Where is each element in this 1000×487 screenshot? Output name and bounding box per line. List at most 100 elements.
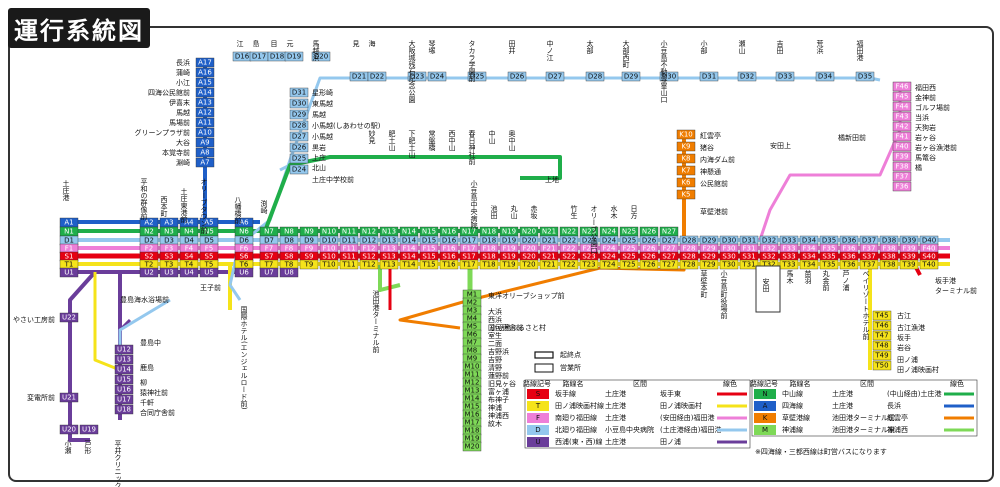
stop-code-label: A1 xyxy=(64,219,73,227)
stop-code-box xyxy=(319,259,339,270)
stop-code-label: D22 xyxy=(562,237,576,245)
stop-code-label: A15 xyxy=(198,79,212,87)
stop-code-label: D28 xyxy=(292,122,306,130)
stop-code-label: T17 xyxy=(461,261,475,269)
stop-code-label: A12 xyxy=(198,109,212,117)
stop-code-label: S30 xyxy=(722,253,735,261)
stop-code-label: A4 xyxy=(184,219,194,227)
legend-symbol: D xyxy=(535,426,540,434)
stop-code-label: F37 xyxy=(863,245,876,253)
stop-code-label: D7 xyxy=(264,237,274,245)
stop-code-label: S13 xyxy=(382,253,395,261)
station-name-vertical: 下肥土山 xyxy=(408,130,416,159)
stop-code-box xyxy=(462,441,482,452)
station-name: 長浜 xyxy=(176,58,190,67)
stop-code-label: D24 xyxy=(430,73,445,81)
station-name-vertical: タカラ学園前 xyxy=(468,40,476,83)
stop-code-label: T1 xyxy=(64,261,74,269)
stop-code-box xyxy=(892,151,912,162)
stop-code-label: T29 xyxy=(701,261,715,269)
stop-code-label: D18 xyxy=(482,237,496,245)
stop-code-label: D29 xyxy=(702,237,716,245)
station-name-vertical: 草壁本町 xyxy=(700,269,708,298)
stop-code-label: T47 xyxy=(874,332,888,340)
stop-code-label: S40 xyxy=(922,253,935,261)
stop-code-label: T23 xyxy=(581,261,595,269)
stop-code-label: F22 xyxy=(563,245,576,253)
station-name-vertical: 丸金前 xyxy=(822,269,830,292)
stop-code-label: F39 xyxy=(903,245,916,253)
stop-code-label: F15 xyxy=(423,245,436,253)
station-name-vertical: 池田 xyxy=(490,204,498,220)
stop-code-label: K9 xyxy=(681,143,690,151)
station-name-vertical: 日方 xyxy=(630,205,638,220)
station-name-vertical: 奥中山 xyxy=(508,129,516,152)
stop-code-label: U3 xyxy=(164,269,174,277)
stop-code-label: D38 xyxy=(882,237,896,245)
stop-code-label: S18 xyxy=(482,253,495,261)
station-name-vertical: 大阪城残石記念公園 xyxy=(408,39,416,104)
legend-symbol: M xyxy=(762,426,768,434)
stop-code-label: D32 xyxy=(740,73,754,81)
stop-code-label: D22 xyxy=(370,73,384,81)
stop-code-box xyxy=(872,360,892,371)
station-name: 当浜 xyxy=(915,113,929,122)
station-name: 小馬越 xyxy=(312,132,333,141)
stop-code-label: D27 xyxy=(292,133,306,141)
station-name: 星形崎 xyxy=(312,88,333,97)
stop-code-label: F9 xyxy=(305,245,313,253)
station-name-vertical: 戸形 xyxy=(84,440,92,455)
stop-code-label: S8 xyxy=(285,253,294,261)
stop-code-label: D35 xyxy=(822,237,836,245)
station-name: 草壁港前 xyxy=(700,207,728,216)
stop-code-label: F14 xyxy=(403,245,416,253)
stop-code-label: T13 xyxy=(381,261,395,269)
legend-from: 小豆島中央病院 xyxy=(605,425,654,434)
station-name: やさい工房前 xyxy=(13,315,55,324)
station-name: 西浜 xyxy=(488,315,502,324)
stop-code-label: F27 xyxy=(663,245,676,253)
stop-code-box xyxy=(892,161,912,172)
station-name-vertical: 小豆島中央病院 xyxy=(470,179,478,230)
legend-line-name: 田ノ浦映画村線 xyxy=(555,401,604,410)
stop-code-label: T3 xyxy=(164,261,174,269)
stop-code-label: M20 xyxy=(465,443,480,451)
stop-code-label: N4 xyxy=(184,228,194,236)
stop-code-label: T6 xyxy=(239,261,249,269)
stop-code-label: D4 xyxy=(184,237,194,245)
stop-code-label: U21 xyxy=(62,394,76,402)
stop-code-label: S17 xyxy=(462,253,475,261)
stop-code-label: D26 xyxy=(292,144,307,152)
stop-code-label: S35 xyxy=(822,253,835,261)
station-name-vertical: 池田港ターミナル前 xyxy=(372,289,380,354)
stop-code-label: F10 xyxy=(323,245,336,253)
station-name-vertical: 国際ホテル(エンジェルロード前) xyxy=(240,306,248,410)
stop-code-box xyxy=(899,259,919,270)
legend-to: 坂手東 xyxy=(660,389,681,398)
stop-code-label: D11 xyxy=(342,237,356,245)
stop-code-label: F3 xyxy=(165,245,173,253)
stop-code-label: K6 xyxy=(681,179,691,187)
stop-code-box xyxy=(619,259,639,270)
stop-code-label: D21 xyxy=(542,237,556,245)
legend-symbol: N xyxy=(762,390,767,398)
stop-code-box xyxy=(59,312,79,323)
stop-code-label: F7 xyxy=(265,245,273,253)
stop-code-label: K8 xyxy=(681,155,690,163)
station-name: 四海公民館前 xyxy=(148,88,190,97)
stop-code-label: U6 xyxy=(239,269,249,277)
stop-code-label: N24 xyxy=(602,228,617,236)
legend-to: 紅雲亭 xyxy=(887,413,908,422)
stop-code-label: D8 xyxy=(284,237,294,245)
stop-code-label: M4 xyxy=(467,315,478,323)
legend-line-name: 中山線 xyxy=(782,389,803,398)
stop-code-label: T9 xyxy=(304,261,314,269)
legend-symbol: F xyxy=(536,414,540,422)
station-name: 土庄中学校前 xyxy=(312,175,354,184)
station-name: グリーンプラザ前 xyxy=(135,128,190,137)
stop-code-label: A9 xyxy=(200,139,209,147)
stop-code-label: D10 xyxy=(322,237,336,245)
legend-swatch xyxy=(754,389,776,399)
station-name-vertical: 見 xyxy=(352,40,360,48)
stop-code-label: F23 xyxy=(583,245,596,253)
